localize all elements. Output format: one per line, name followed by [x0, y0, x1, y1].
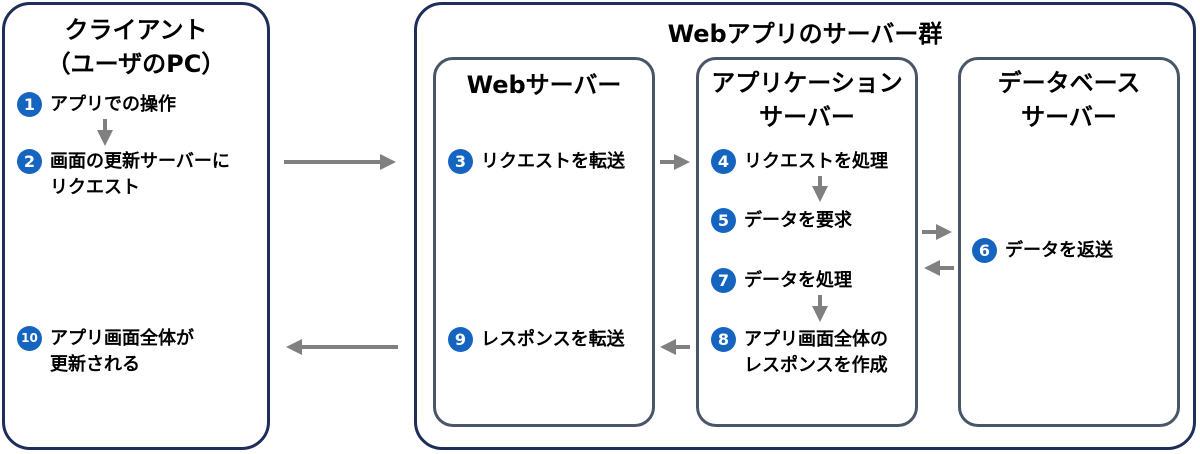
step-6: 6 データを返送 — [972, 238, 1113, 264]
step-number-badge: 2 — [17, 149, 42, 174]
db-server-title: データベース サーバー — [997, 69, 1141, 131]
step-8: 8 アプリ画面全体の レスポンスを作成 — [711, 327, 888, 379]
step-3: 3 リクエストを転送 — [448, 149, 625, 175]
server-group-title: Webアプリのサーバー群 — [667, 20, 943, 48]
step-5: 5 データを要求 — [711, 208, 852, 234]
step-7: 7 データを処理 — [711, 268, 852, 294]
step-label: データを返送 — [1005, 240, 1113, 261]
step-label: アプリ画面全体の レスポンスを作成 — [744, 329, 888, 376]
step-number-badge: 9 — [448, 327, 473, 352]
step-number-badge: 10 — [17, 326, 42, 351]
web-server-box: Webサーバー — [433, 57, 655, 427]
step-10: 10 アプリ画面全体が 更新される — [17, 326, 194, 378]
step-label: データを処理 — [744, 270, 852, 291]
step-label: アプリでの操作 — [50, 94, 176, 115]
step-label: リクエストを転送 — [481, 151, 625, 172]
client-title: クライアント （ユーザのPC） — [46, 16, 226, 78]
client-box: クライアント （ユーザのPC） — [2, 2, 270, 450]
step-9: 9 レスポンスを転送 — [448, 327, 625, 353]
step-2: 2 画面の更新サーバーに リクエスト — [17, 149, 230, 201]
step-number-badge: 1 — [17, 92, 42, 117]
step-number-badge: 7 — [711, 268, 736, 293]
step-1: 1 アプリでの操作 — [17, 92, 176, 118]
step-number-badge: 8 — [711, 327, 736, 352]
app-server-title: アプリケーション サーバー — [711, 69, 903, 131]
step-number-badge: 3 — [448, 149, 473, 174]
step-4: 4 リクエストを処理 — [711, 149, 888, 175]
app-server-box: アプリケーション サーバー — [696, 57, 918, 427]
step-label: 画面の更新サーバーに リクエスト — [50, 151, 230, 198]
step-number-badge: 4 — [711, 149, 736, 174]
web-server-title: Webサーバー — [466, 71, 622, 99]
step-label: データを要求 — [744, 210, 852, 231]
step-number-badge: 6 — [972, 238, 997, 263]
step-label: レスポンスを転送 — [481, 329, 625, 350]
db-server-box: データベース サーバー — [958, 57, 1180, 427]
step-label: リクエストを処理 — [744, 151, 888, 172]
step-number-badge: 5 — [711, 208, 736, 233]
step-label: アプリ画面全体が 更新される — [50, 328, 194, 375]
